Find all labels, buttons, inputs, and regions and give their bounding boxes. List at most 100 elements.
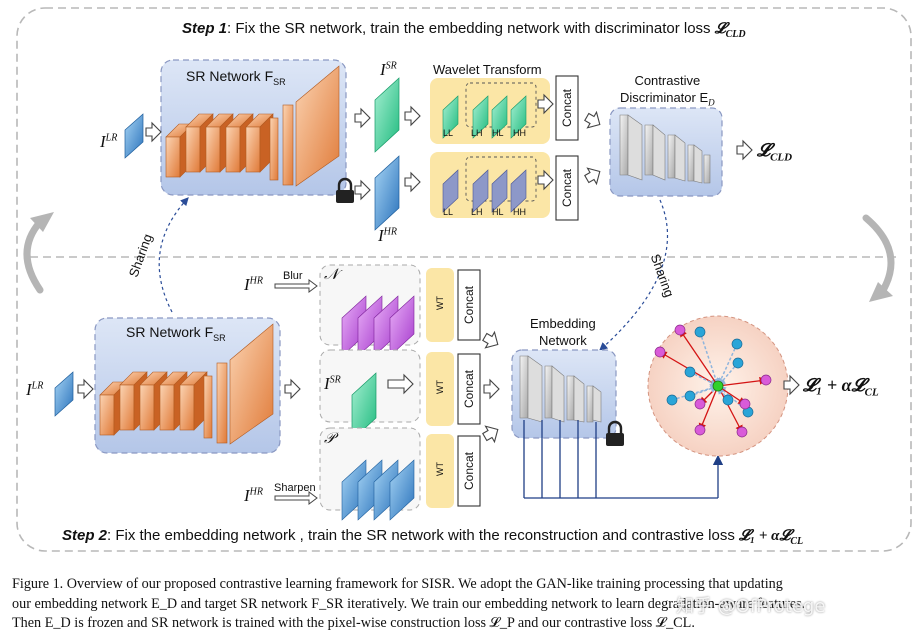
band-ll-sr: LL: [443, 128, 454, 138]
negative-sample-point: [654, 346, 666, 358]
band-hl-hr: HL: [492, 207, 504, 217]
concat-label-p: Concat: [462, 451, 476, 491]
positive-sample-point: [732, 357, 744, 369]
concat-label-sr: Concat: [560, 88, 574, 128]
discriminator-layers: [619, 114, 711, 184]
step2-loss-sub: CL: [790, 536, 804, 547]
sr-network-layers-step1: [165, 65, 340, 187]
wt-label-n: WT: [435, 296, 445, 310]
label-isr-step1: ISR: [380, 60, 397, 79]
label-ilr-step1: ILR: [100, 132, 118, 151]
positive-sample-point: [731, 338, 743, 350]
step1-prefix: Step 1: [182, 20, 228, 37]
input-lr-step1: [124, 113, 144, 159]
step2-prefix: Step 2: [62, 527, 108, 544]
sharing-arrow-left: [158, 197, 189, 313]
outer-frame: [16, 7, 912, 552]
concat-box-n: [457, 269, 481, 341]
negative-sample-point: [694, 424, 706, 436]
label-ihr-step1: IHR: [378, 226, 398, 245]
feature-lines: [523, 420, 724, 499]
embedding-layers: [519, 355, 602, 423]
arrow-sr-to-isr-step1: [354, 107, 371, 129]
sr-network-label-step2: SR Network FSR: [126, 324, 226, 343]
positive-sample-point: [684, 366, 696, 378]
step2-text: : Fix the embedding network , train the …: [107, 527, 739, 544]
negative-sample-point: [760, 374, 772, 386]
negative-sample-point: [736, 426, 748, 438]
cycle-arrow-right-icon: [862, 214, 895, 296]
positive-set-images: [341, 459, 415, 521]
caption-line-3: Then E_D is frozen and SR network is tra…: [12, 615, 695, 631]
negative-sample-point: [694, 398, 706, 410]
wt-block-sr: [426, 352, 454, 426]
image-isr-step1: [374, 77, 400, 153]
image-isr-step2: [351, 372, 377, 441]
positive-sample-point: [684, 390, 696, 402]
pull-vector: [716, 343, 738, 388]
concat-label-sr2: Concat: [462, 369, 476, 409]
concat-box-sr: [555, 75, 579, 141]
concat-label-hr: Concat: [560, 168, 574, 208]
anchor-point: [712, 380, 724, 392]
band-hh-hr: HH: [513, 207, 526, 217]
lock-icon-embedding: [606, 420, 624, 446]
wavelet-title: Wavelet Transform: [433, 62, 542, 77]
wt-block-p: [426, 434, 454, 508]
label-isr-step2: ISR: [324, 374, 341, 393]
step2-loss: 𝓛₁ + α𝓛: [739, 528, 791, 544]
wavelet-bands-sr: [442, 95, 527, 139]
push-vector: [698, 385, 719, 432]
band-ll-hr: LL: [443, 207, 454, 217]
negative-set-images: [341, 295, 415, 357]
push-vector: [717, 385, 747, 405]
push-vector: [679, 328, 719, 387]
step1-text: : Fix the SR network, train the embeddin…: [227, 20, 715, 37]
concat-label-n: Concat: [462, 285, 476, 325]
caption-line-1: Figure 1. Overview of our proposed contr…: [12, 576, 783, 592]
positive-sample-point: [666, 394, 678, 406]
step1-loss-sub: CLD: [725, 29, 746, 40]
wt-block-n: [426, 268, 454, 342]
step1-title: Step 1: Fix the SR network, train the em…: [182, 20, 746, 40]
cycle-arrow-left-icon: [23, 218, 44, 294]
arrow-sr-to-ihr-step1: [354, 179, 371, 201]
wt-label-p: WT: [435, 462, 445, 476]
negative-set-label: 𝒩: [324, 267, 339, 283]
sharpen-arrow: [274, 491, 318, 505]
arrow-lr-to-sr-step1: [145, 121, 162, 143]
negative-sample-point: [739, 398, 751, 410]
label-ihr-sharpen: IHR: [244, 486, 264, 505]
input-lr-step2: [54, 371, 74, 417]
sharpen-label: Sharpen: [274, 482, 316, 494]
concat-box-hr: [555, 155, 579, 221]
concat-box-p: [457, 435, 481, 507]
sphere-spokes: [654, 324, 772, 438]
sr-network-layers-step2: [99, 323, 274, 445]
band-hl-sr: HL: [492, 128, 504, 138]
negative-sample-point: [674, 324, 686, 336]
label-ilr-step2: ILR: [26, 380, 44, 399]
band-lh-hr: LH: [471, 207, 483, 217]
loss-cld-label: 𝓛CLD: [757, 140, 793, 164]
watermark: 知乎 @OfProtege: [676, 596, 826, 617]
blur-arrow: [274, 279, 318, 293]
positive-sample-point: [722, 394, 734, 406]
caption-line-2: our embedding network E_D and target SR …: [12, 595, 806, 612]
blur-label: Blur: [283, 270, 303, 282]
band-lh-sr: LH: [471, 128, 483, 138]
wavelet-bands-hr: [442, 169, 527, 213]
sharing-arrow-right: [599, 199, 668, 351]
step2-title: Step 2: Fix the embedding network , trai…: [62, 527, 803, 547]
image-ihr-step1: [374, 155, 400, 231]
concat-box-sr: [457, 353, 481, 425]
positive-sample-point: [694, 326, 706, 338]
wt-label-sr: WT: [435, 380, 445, 394]
band-hh-sr: HH: [513, 128, 526, 138]
lock-icon: [336, 177, 354, 203]
step1-loss: 𝓛: [714, 21, 726, 37]
sr-network-label-step1: SR Network FSR: [186, 68, 286, 87]
label-ihr-blur: IHR: [244, 275, 264, 294]
